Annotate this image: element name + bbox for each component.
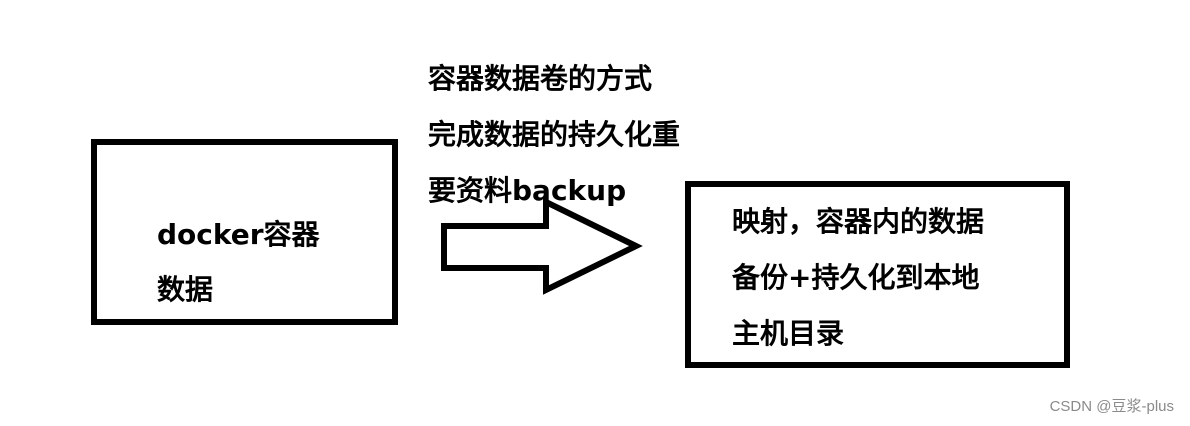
right-box-line-1: 映射，容器内的数据 [732,205,985,238]
middle-text-line-2: 完成数据的持久化重 [428,118,681,151]
right-box-line-3: 主机目录 [732,317,845,350]
right-arrow-icon [441,198,643,295]
source-container-box [91,139,398,325]
left-box-line-1: docker容器 [157,218,320,251]
middle-text-line-3: 要资料backup [428,174,627,207]
host-directory-box [685,181,1070,368]
watermark: CSDN @豆浆-plus [1049,398,1174,415]
left-box-line-2: 数据 [157,273,214,306]
right-box-line-2: 备份+持久化到本地 [732,261,980,294]
middle-text-line-1: 容器数据卷的方式 [428,62,653,95]
